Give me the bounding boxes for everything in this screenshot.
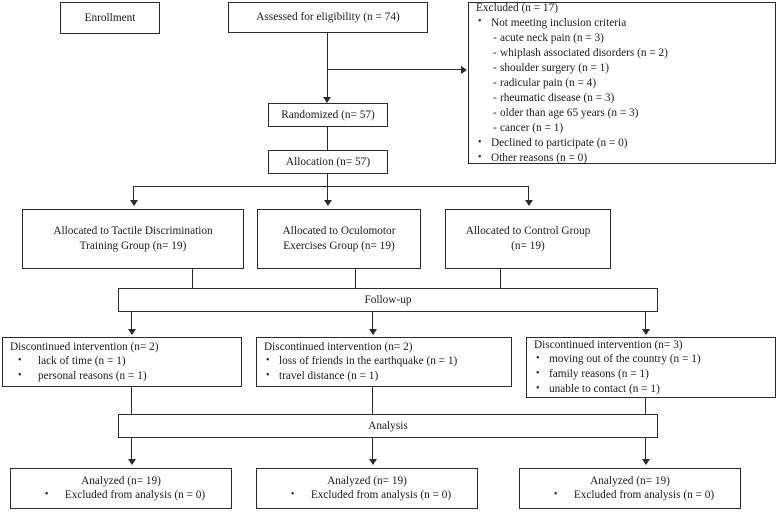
discontinued-1-list: lack of time (n = 1) personal reasons (n… <box>10 354 234 384</box>
analyzed-box-2: Analyzed (n= 19) Excluded from analysis … <box>256 468 478 509</box>
stage-label-followup: Follow-up <box>118 288 658 312</box>
connector-allocation-split-bar <box>133 186 529 188</box>
list-item: shoulder surgery (n = 1) <box>476 61 768 76</box>
list-item: Excluded from analysis (n = 0) <box>283 488 451 503</box>
allocated-group-3-line-2: (n= 19) <box>511 240 545 252</box>
list-item: cancer (n = 1) <box>476 121 768 136</box>
allocation-label-text: Allocation (n= 57) <box>285 155 371 168</box>
excluded-box: Excluded (n = 17) Not meeting inclusion … <box>468 2 776 164</box>
allocated-group-box-1: Allocated to Tactile Discrimination Trai… <box>22 209 244 269</box>
discontinued-3-title: Discontinued intervention (n= 3) <box>534 338 683 351</box>
allocated-group-box-2: Allocated to Oculomotor Exercises Group … <box>257 209 421 269</box>
connector-allocation-to-group-1 <box>133 186 135 205</box>
list-item: lack of time (n = 1) <box>10 354 234 369</box>
arrow-analysis-to-analyzed-1 <box>127 459 136 465</box>
connector-group-3-to-followup <box>500 269 502 288</box>
arrow-followup-to-discontinued-1 <box>127 329 136 335</box>
list-item: unable to contact (n = 1) <box>534 382 768 397</box>
arrow-followup-to-discontinued-2 <box>368 329 377 335</box>
connector-analysis-to-analyzed-2 <box>372 438 374 464</box>
connector-analysis-to-analyzed-3 <box>645 438 647 464</box>
connector-discontinued-2-to-analysis <box>372 387 374 414</box>
list-item: whiplash associated disorders (n = 2) <box>476 46 768 61</box>
allocated-group-1-line-1: Allocated to Tactile Discrimination <box>53 225 213 238</box>
analysis-label-text: Analysis <box>368 419 408 432</box>
list-item: Not meeting inclusion criteria <box>476 15 768 31</box>
randomized-text: Randomized (n= 57) <box>281 108 375 121</box>
arrow-assessed-to-randomized <box>323 97 331 103</box>
analyzed-2-title: Analyzed (n= 19) <box>327 474 407 487</box>
connector-followup-to-discontinued-3 <box>645 312 647 334</box>
connector-allocation-to-group-3 <box>528 186 530 205</box>
allocated-group-3-line-1: Allocated to Control Group <box>465 225 591 238</box>
assessed-text: Assessed for eligibility (n = 74) <box>256 11 400 24</box>
list-item: family reasons (n = 1) <box>534 367 768 382</box>
connector-assessed-to-excluded <box>327 69 461 71</box>
analyzed-box-1: Analyzed (n= 19) Excluded from analysis … <box>10 468 232 509</box>
arrow-assessed-to-excluded <box>461 65 467 74</box>
assessed-for-eligibility-box: Assessed for eligibility (n = 74) <box>228 2 428 33</box>
arrow-analysis-to-analyzed-2 <box>368 459 377 465</box>
list-item: Other reasons (n = 0) <box>476 151 768 166</box>
list-item: radicular pain (n = 4) <box>476 76 768 91</box>
analyzed-1-list: Excluded from analysis (n = 0) <box>37 488 205 503</box>
list-item: Declined to participate (n = 0) <box>476 135 768 151</box>
list-item: moving out of the country (n = 1) <box>534 352 768 367</box>
analyzed-3-list: Excluded from analysis (n = 0) <box>546 488 714 503</box>
connector-group-2-to-followup <box>355 269 357 288</box>
connector-discontinued-1-to-analysis <box>131 387 133 414</box>
list-item: Excluded from analysis (n = 0) <box>546 488 714 503</box>
allocated-group-2-line-1: Allocated to Oculomotor <box>282 225 396 238</box>
list-item: older than age 65 years (n = 3) <box>476 106 768 121</box>
stage-label-analysis: Analysis <box>118 414 658 438</box>
list-item: acute neck pain (n = 3) <box>476 31 768 46</box>
connector-followup-to-discontinued-1 <box>131 312 133 334</box>
excluded-reason-list: Not meeting inclusion criteria acute nec… <box>476 15 768 166</box>
connector-randomized-to-allocation <box>327 127 329 150</box>
allocated-group-box-3: Allocated to Control Group (n= 19) <box>445 209 611 269</box>
list-item: rheumatic disease (n = 3) <box>476 91 768 106</box>
list-item: travel distance (n = 1) <box>264 369 504 384</box>
excluded-title: Excluded (n = 17) <box>476 1 558 14</box>
analyzed-box-3: Analyzed (n= 19) Excluded from analysis … <box>519 468 741 509</box>
discontinued-2-list: loss of friends in the earthquake (n = 1… <box>264 354 504 384</box>
enrollment-label-text: Enrollment <box>84 11 136 24</box>
arrow-allocation-to-group-2 <box>323 200 332 206</box>
allocated-group-2-line-2: Exercises Group (n= 19) <box>283 240 395 252</box>
connector-allocation-trunk <box>327 174 329 186</box>
connector-followup-to-discontinued-2 <box>372 312 374 334</box>
discontinued-3-list: moving out of the country (n = 1) family… <box>534 352 768 397</box>
discontinued-box-2: Discontinued intervention (n= 2) loss of… <box>256 337 512 387</box>
followup-label-text: Follow-up <box>364 293 412 306</box>
connector-discontinued-3-to-analysis <box>645 398 647 414</box>
analyzed-2-list: Excluded from analysis (n = 0) <box>283 488 451 503</box>
connector-analysis-to-analyzed-1 <box>131 438 133 464</box>
list-item: personal reasons (n = 1) <box>10 369 234 384</box>
analyzed-3-title: Analyzed (n= 19) <box>590 474 670 487</box>
allocated-group-1-line-2: Training Group (n= 19) <box>79 240 187 252</box>
list-item: loss of friends in the earthquake (n = 1… <box>264 354 504 369</box>
connector-allocation-to-group-2 <box>327 186 329 205</box>
discontinued-1-title: Discontinued intervention (n= 2) <box>10 340 159 353</box>
discontinued-2-title: Discontinued intervention (n= 2) <box>264 340 413 353</box>
discontinued-box-1: Discontinued intervention (n= 2) lack of… <box>2 337 242 387</box>
randomized-box: Randomized (n= 57) <box>268 103 388 127</box>
arrow-allocation-to-group-1 <box>129 200 138 206</box>
discontinued-box-3: Discontinued intervention (n= 3) moving … <box>526 337 776 398</box>
analyzed-1-title: Analyzed (n= 19) <box>81 474 161 487</box>
list-item: Excluded from analysis (n = 0) <box>37 488 205 503</box>
arrow-followup-to-discontinued-3 <box>641 329 650 335</box>
stage-label-allocation: Allocation (n= 57) <box>268 150 388 174</box>
connector-assessed-to-randomized <box>327 33 329 102</box>
arrow-analysis-to-analyzed-3 <box>641 459 650 465</box>
arrow-allocation-to-group-3 <box>524 200 533 206</box>
stage-label-enrollment: Enrollment <box>60 2 160 34</box>
connector-group-1-to-followup <box>192 269 194 288</box>
